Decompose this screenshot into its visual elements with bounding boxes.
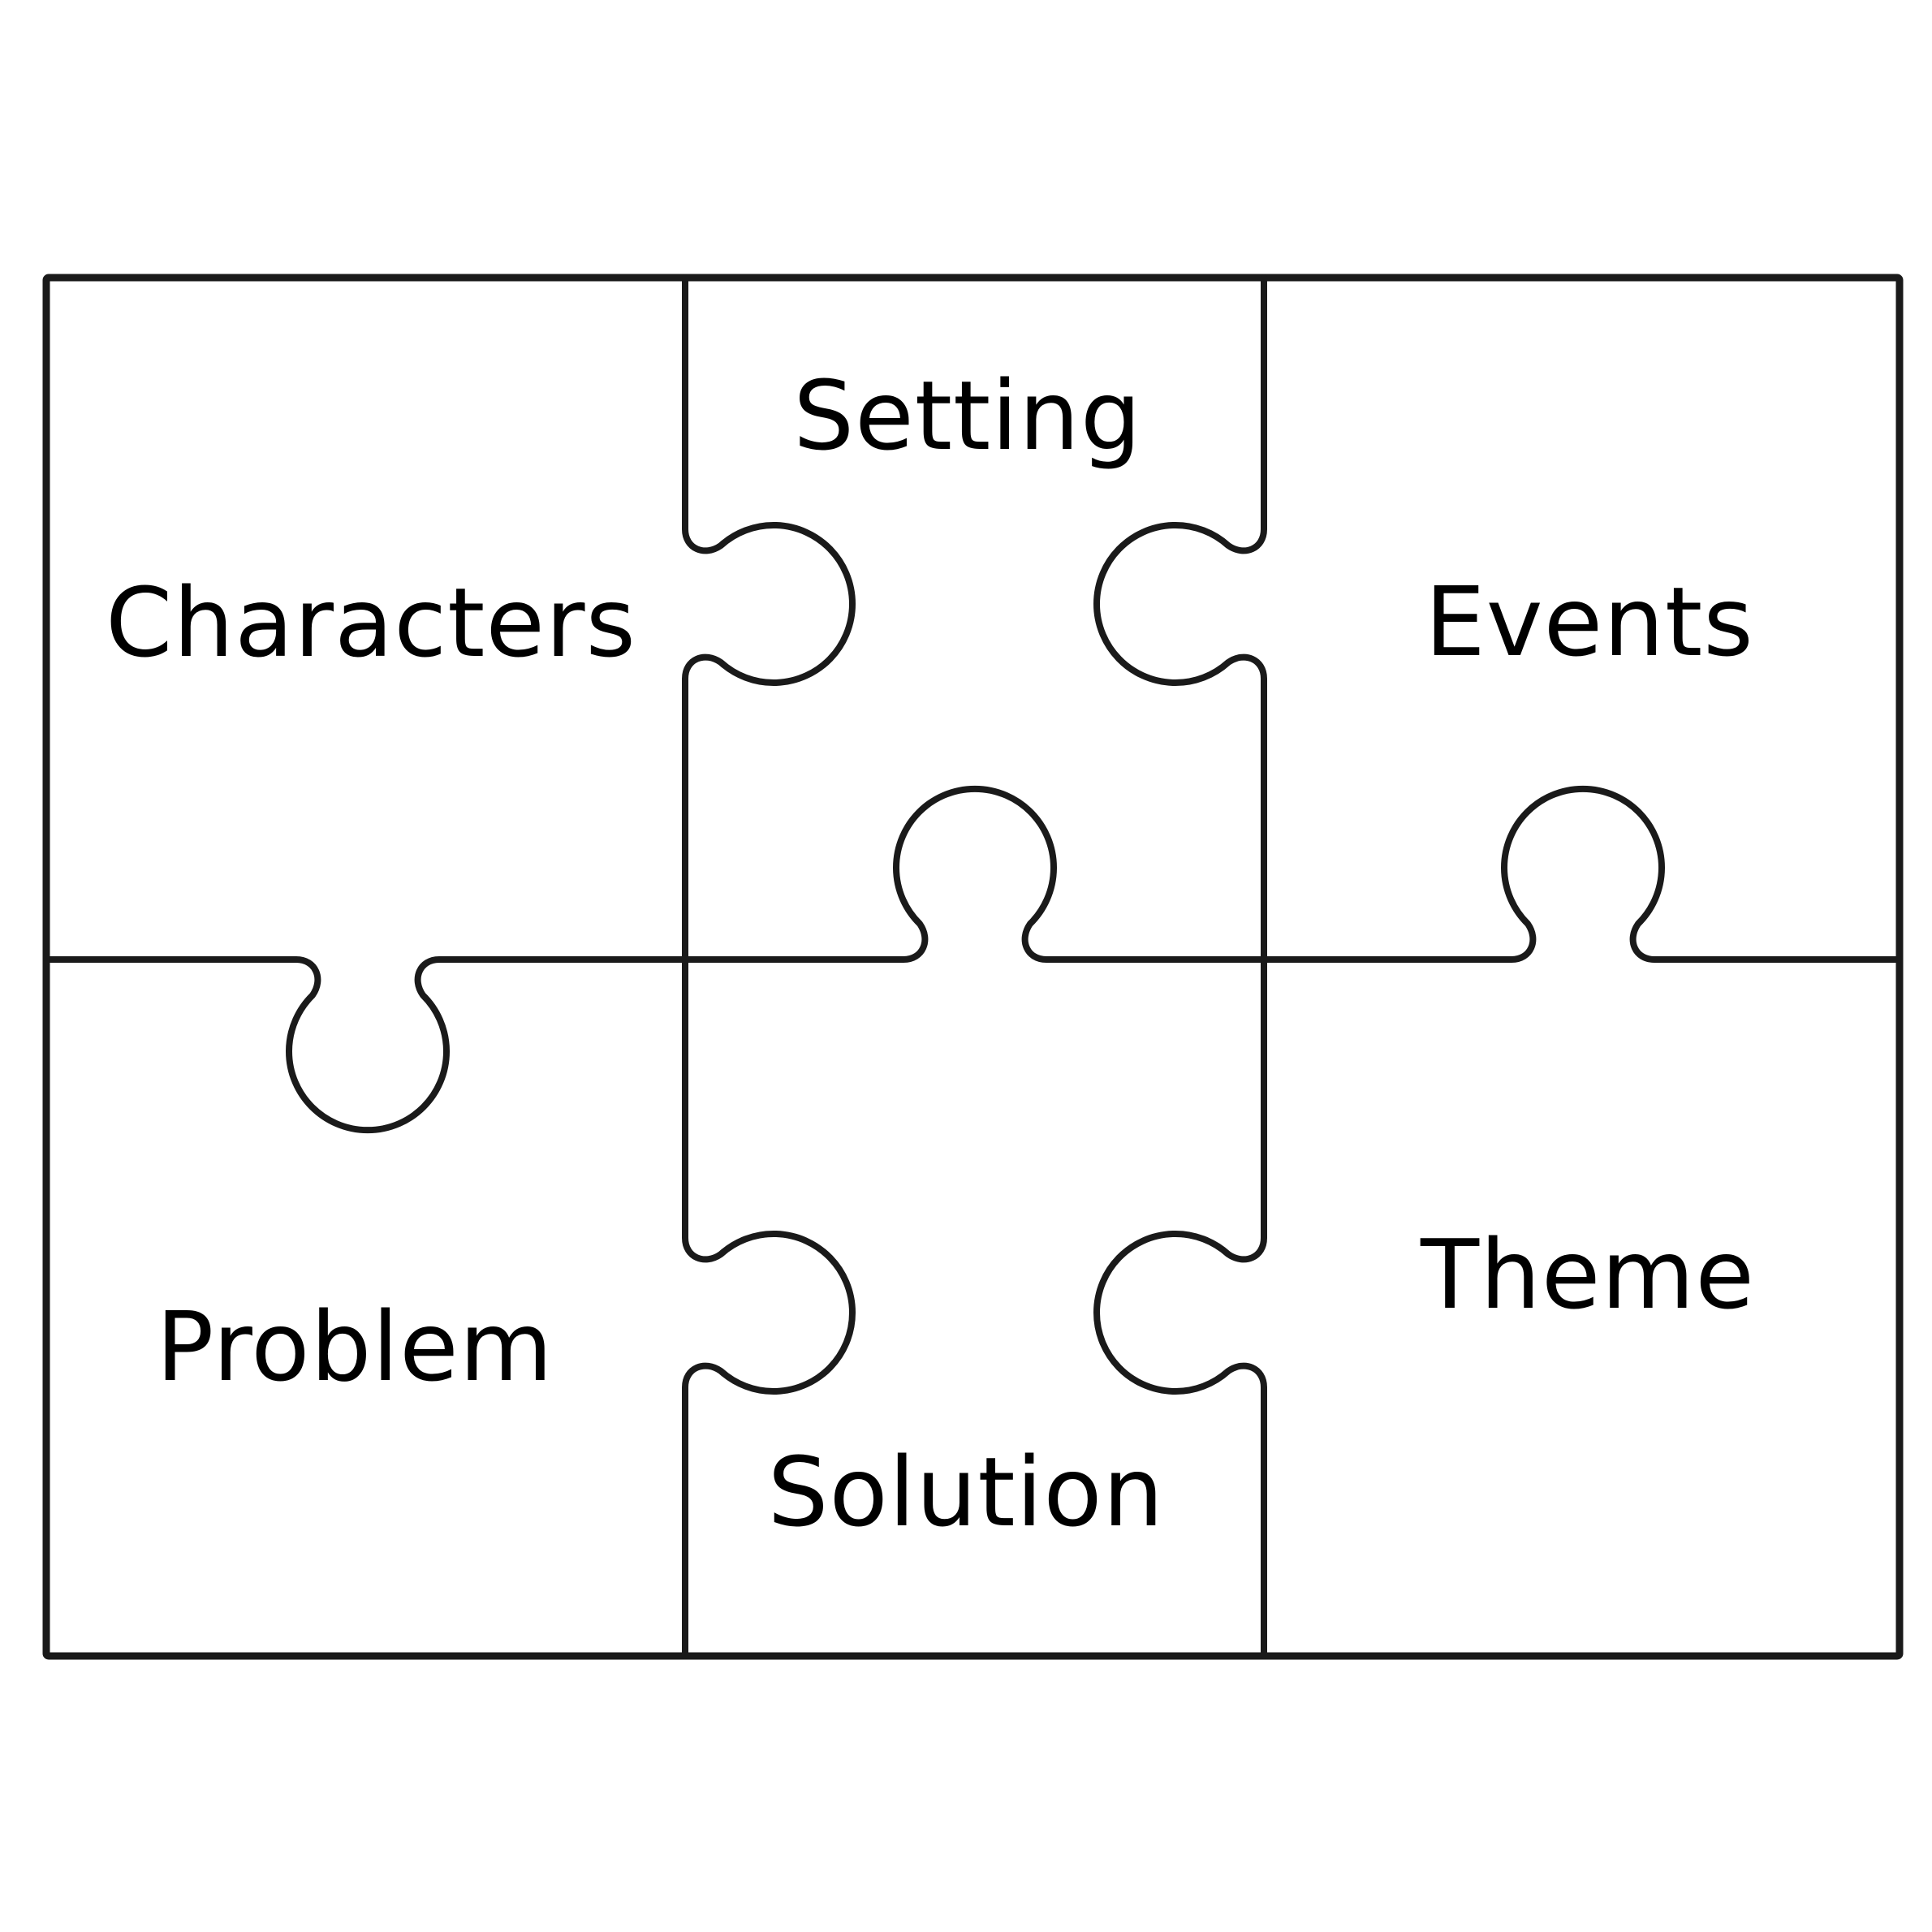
piece-label-solution: Solution: [767, 1436, 1165, 1548]
horizontal-divider: [43, 785, 1903, 1134]
piece-label-events: Events: [1425, 566, 1754, 678]
piece-label-problem: Problem: [156, 1291, 554, 1403]
piece-label-theme: Theme: [1420, 1218, 1756, 1330]
piece-label-setting: Setting: [793, 360, 1142, 472]
piece-label-characters: Characters: [105, 567, 637, 679]
outer-border: [42, 274, 1904, 1660]
